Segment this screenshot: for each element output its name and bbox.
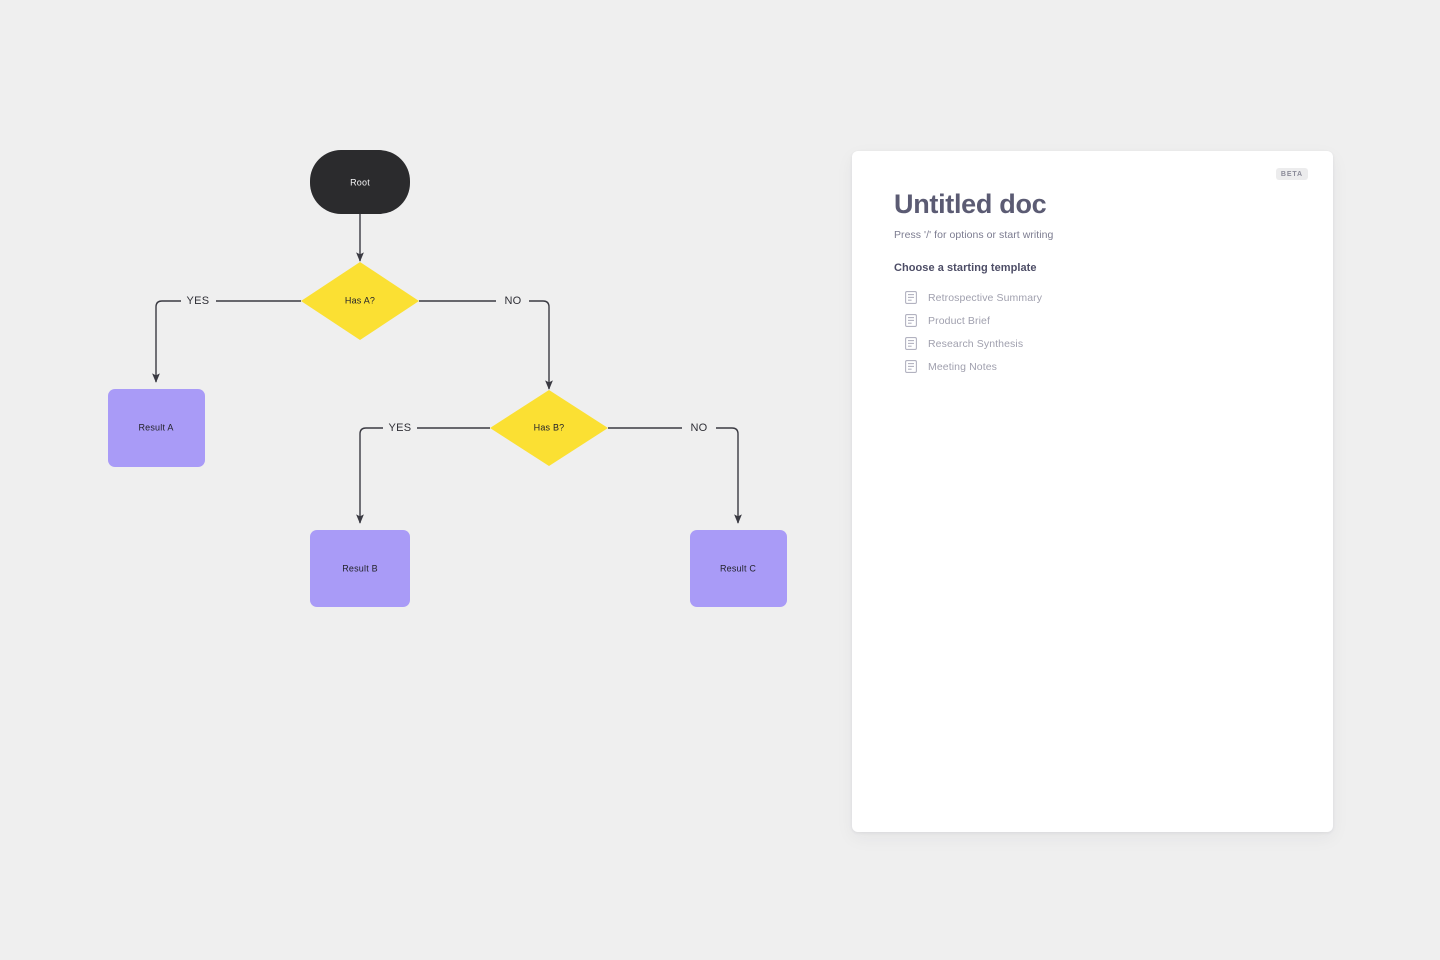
edge-has-a-no-has-b[interactable]: NO: [419, 295, 553, 390]
node-root-shape: [310, 150, 410, 214]
node-root-label: Root: [350, 177, 370, 187]
edge-path-elbow: [152, 300, 181, 383]
template-item-label: Product Brief: [928, 314, 990, 327]
node-has-b-shape: [490, 390, 608, 466]
template-item-product-brief[interactable]: Product Brief: [894, 309, 1297, 332]
document-icon: [905, 291, 917, 304]
flowchart-svg: YES NO YES NO Root Has A? Resu: [108, 150, 787, 607]
node-has-a-shape: [301, 262, 419, 340]
node-result-c-label: Result C: [720, 563, 756, 573]
edge-has-a-yes-result-a[interactable]: YES: [152, 295, 301, 383]
node-result-c[interactable]: Result C: [690, 530, 787, 607]
edge-has-b-yes-result-b[interactable]: YES: [356, 422, 490, 524]
node-root[interactable]: Root: [310, 150, 410, 214]
edge-path-elbow: [716, 427, 742, 524]
node-has-a-label: Has A?: [345, 295, 375, 305]
document-panel: BETA Untitled doc Press '/' for options …: [852, 151, 1333, 832]
node-result-c-shape: [690, 530, 787, 607]
edge-label-no-a: NO: [504, 295, 521, 307]
edge-label-yes-a: YES: [187, 295, 210, 307]
document-body: Untitled doc Press '/' for options or st…: [894, 189, 1297, 378]
document-icon: [905, 337, 917, 350]
node-result-a-label: Result A: [138, 422, 173, 432]
template-item-retrospective-summary[interactable]: Retrospective Summary: [894, 286, 1297, 309]
node-result-b[interactable]: Result B: [310, 530, 410, 607]
template-list: Retrospective Summary Product Brief: [894, 286, 1297, 378]
beta-badge: BETA: [1275, 168, 1308, 180]
edge-path-elbow: [529, 300, 553, 390]
node-has-b-label: Has B?: [534, 422, 565, 432]
document-icon: [905, 314, 917, 327]
template-item-label: Meeting Notes: [928, 360, 998, 373]
edge-path-elbow: [356, 427, 383, 524]
template-item-research-synthesis[interactable]: Research Synthesis: [894, 332, 1297, 355]
template-item-label: Research Synthesis: [928, 337, 1024, 350]
node-has-b[interactable]: Has B?: [490, 390, 608, 466]
edge-label-no-b: NO: [690, 422, 707, 434]
template-item-label: Retrospective Summary: [928, 291, 1043, 304]
node-result-b-label: Result B: [342, 563, 378, 573]
edge-has-b-no-result-c[interactable]: NO: [608, 422, 742, 524]
node-result-a[interactable]: Result A: [108, 389, 205, 467]
document-icon: [905, 360, 917, 373]
template-section-heading: Choose a starting template: [894, 262, 1037, 275]
node-result-a-shape: [108, 389, 205, 467]
document-title[interactable]: Untitled doc: [894, 189, 1047, 219]
document-placeholder-hint[interactable]: Press '/' for options or start writing: [894, 229, 1054, 242]
edge-label-yes-b: YES: [389, 422, 412, 434]
node-result-b-shape: [310, 530, 410, 607]
template-item-meeting-notes[interactable]: Meeting Notes: [894, 355, 1297, 378]
node-has-a[interactable]: Has A?: [301, 262, 419, 340]
flowchart-canvas[interactable]: YES NO YES NO Root Has A? Resu: [0, 0, 840, 960]
